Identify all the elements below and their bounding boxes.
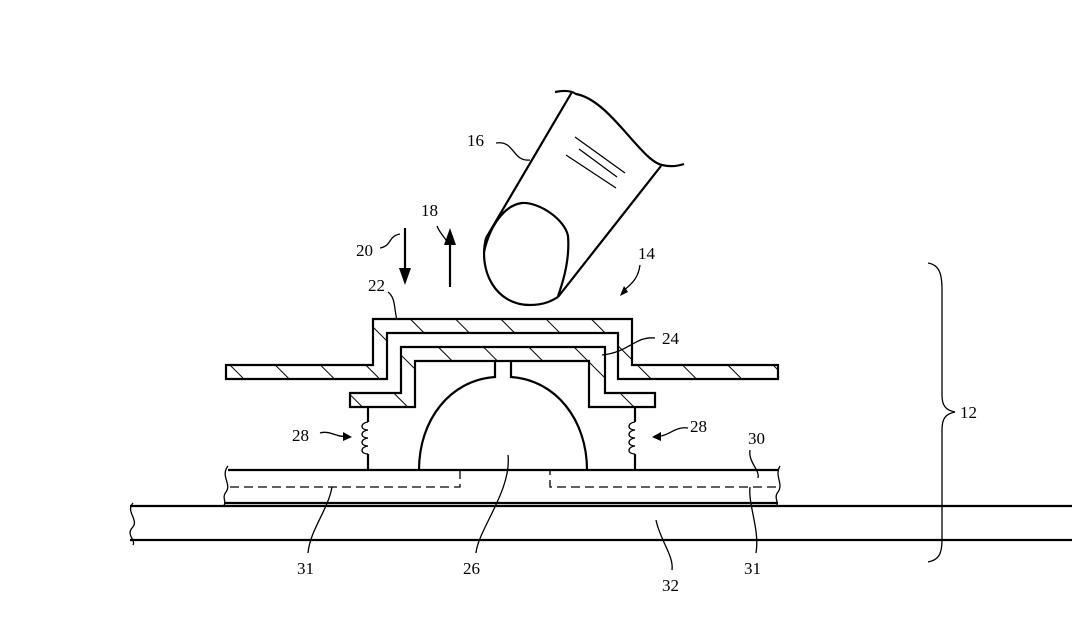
label-30: 30 <box>748 429 765 448</box>
spring-right <box>628 407 637 470</box>
dome-switch <box>417 361 589 471</box>
key-support <box>348 345 657 409</box>
finger <box>482 89 685 307</box>
label-14: 14 <box>638 244 656 263</box>
up-arrow <box>444 228 456 287</box>
leader-lines <box>307 142 759 571</box>
label-12: 12 <box>960 403 977 422</box>
housing-board <box>129 502 1072 546</box>
label-31-left: 31 <box>297 559 314 578</box>
label-26: 26 <box>463 559 480 578</box>
substrate-layer <box>222 465 781 507</box>
keycap-cover <box>224 317 780 381</box>
label-31-right: 31 <box>744 559 761 578</box>
label-28-left: 28 <box>292 426 309 445</box>
label-28-right: 28 <box>690 417 707 436</box>
label-24: 24 <box>662 329 680 348</box>
down-arrow <box>399 228 411 285</box>
label-20: 20 <box>356 241 373 260</box>
label-16: 16 <box>467 131 484 150</box>
label-22: 22 <box>368 276 385 295</box>
spring-left <box>361 407 370 470</box>
label-32: 32 <box>662 576 679 595</box>
label-18: 18 <box>421 201 438 220</box>
brace-12 <box>927 262 956 563</box>
